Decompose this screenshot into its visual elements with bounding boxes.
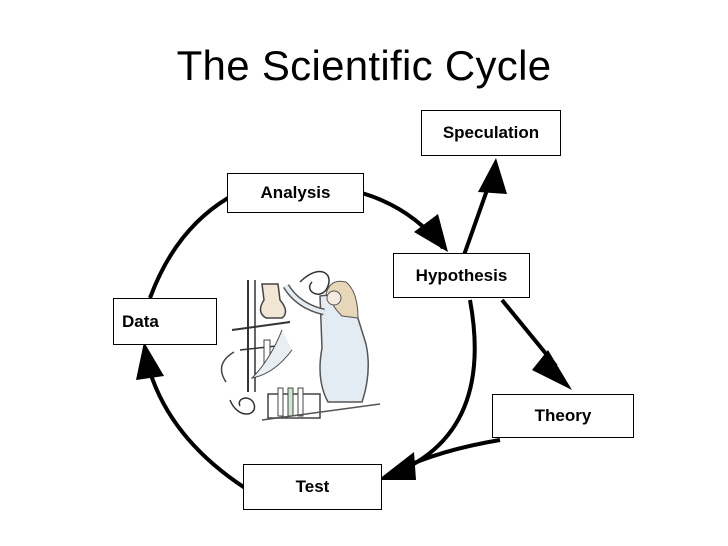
theory-box: Theory	[492, 394, 634, 438]
analysis-box: Analysis	[227, 173, 364, 213]
arrow-test-to-data	[148, 371, 247, 490]
arrow-hypothesis-to-test	[411, 299, 477, 467]
speculation-box: Speculation	[421, 110, 561, 156]
hypothesis-label: Hypothesis	[415, 265, 508, 285]
arrowhead-hypothesis-to-speculation	[478, 158, 507, 194]
arrow-data-to-analysis	[148, 196, 230, 299]
arrowhead-to-test	[378, 452, 416, 480]
arrowhead-analysis-to-hypothesis	[414, 214, 448, 252]
diagram-title: The Scientific Cycle	[176, 42, 552, 89]
theory-label: Theory	[534, 406, 592, 425]
test-box: Test	[243, 464, 382, 510]
analysis-label: Analysis	[260, 183, 331, 202]
test-label: Test	[295, 477, 330, 496]
speculation-label: Speculation	[442, 123, 540, 142]
hypothesis-box: Hypothesis	[393, 253, 530, 298]
data-box: Data	[113, 298, 217, 345]
arrowhead-test-to-data	[136, 342, 164, 380]
data-label: Data	[122, 311, 159, 331]
scientist-illustration	[220, 270, 381, 421]
arrowhead-hypothesis-to-theory	[532, 350, 572, 390]
